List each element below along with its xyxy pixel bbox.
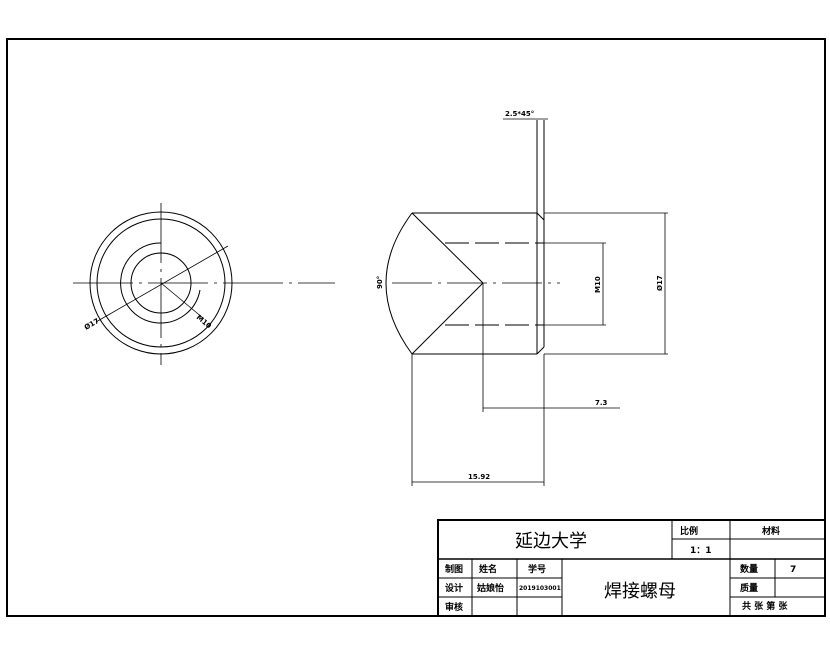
chamfer-top — [536, 212, 545, 221]
quantity-label: 数量 — [740, 563, 758, 575]
drawn-by-label: 制图 — [445, 563, 463, 575]
drawing-frame — [6, 38, 826, 617]
title-block-border — [437, 519, 826, 617]
part-name: 焊接螺母 — [604, 581, 676, 602]
chamfer-bottom — [536, 346, 545, 355]
student-id-header: 学号 — [528, 563, 546, 575]
quantity-value: 7 — [790, 565, 796, 575]
thread-arc — [120, 242, 201, 324]
scale-value: 1：1 — [690, 546, 712, 556]
side-thread-label: M10 — [594, 276, 602, 293]
student-id: 2019103001 — [519, 585, 561, 592]
depth-label: 7.3 — [595, 399, 608, 407]
front-view — [73, 203, 335, 365]
side-diameter-label: Ø17 — [656, 275, 664, 291]
cone-line-bottom — [411, 282, 484, 355]
spherical-end-arc — [385, 212, 413, 355]
side-view — [385, 118, 668, 486]
material-label: 材料 — [761, 525, 780, 537]
university-name: 延边大学 — [515, 531, 587, 552]
angle-label: 90° — [376, 276, 384, 289]
sheet-info: 共 张 第 张 — [742, 600, 788, 612]
mass-label: 质量 — [740, 582, 758, 594]
title-block — [437, 519, 826, 617]
thread-leader-line — [160, 282, 204, 319]
name-header: 姓名 — [478, 563, 497, 575]
designer-name: 姑娘怡 — [477, 582, 504, 594]
scale-label: 比例 — [680, 525, 698, 537]
design-label: 设计 — [445, 582, 463, 594]
length-label: 15.92 — [468, 473, 490, 481]
chamfer-label: 2.5*45° — [505, 110, 534, 118]
cone-line-top — [411, 212, 484, 284]
review-label: 审核 — [445, 601, 463, 613]
front-thread-label: M10 — [195, 313, 213, 330]
front-diameter-label: Ø17 — [83, 317, 101, 332]
